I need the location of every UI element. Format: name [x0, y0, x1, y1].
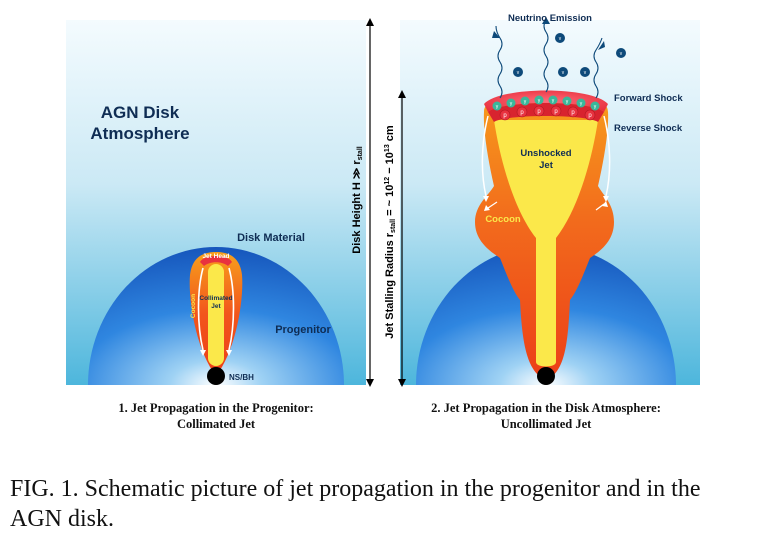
left-cocoon-label: Cocoon [190, 294, 197, 318]
forward-shock-label: Forward Shock [614, 93, 683, 104]
right-cocoon-arrowhead-left [484, 205, 490, 211]
left-arrowhead-left [200, 350, 206, 356]
ns-bh-label: NS/BH [229, 373, 254, 382]
svg-text:ν: ν [562, 70, 565, 76]
svg-text:γ: γ [510, 101, 513, 107]
svg-text:p: p [571, 110, 575, 116]
unshocked-jet-label-line1: Unshocked [520, 148, 571, 159]
reverse-shock-label: Reverse Shock [614, 123, 683, 134]
left-jet-head [200, 256, 232, 266]
left-collimated-jet [208, 264, 224, 366]
left-panel-title-line1: 1. Jet Propagation in the Progenitor: [118, 401, 313, 415]
left-ns-bh-dot [207, 367, 225, 385]
neutrino-track-3 [593, 37, 603, 99]
right-cocoon-arrow-left [487, 201, 498, 209]
neutrino-1: ν [513, 67, 523, 77]
collimated-jet-label-line1: Collimated [199, 295, 232, 302]
right-arrowhead-right [603, 196, 609, 202]
svg-text:ν: ν [584, 70, 587, 76]
svg-text:γ: γ [580, 101, 583, 107]
disk-height-arrowhead-bottom [366, 379, 374, 387]
progenitor-label: Progenitor [275, 324, 331, 336]
right-backflow-arrow-left [481, 115, 489, 197]
right-backflow-arrow-right [603, 115, 611, 197]
left-arrowhead-right [226, 350, 232, 356]
right-panel-title-line2: Uncollimated Jet [501, 417, 592, 431]
svg-text:γ: γ [538, 98, 541, 104]
neutrino-track-2 [543, 19, 549, 93]
right-cocoon-arrow-right [595, 203, 605, 211]
stalling-radius-label: Jet Stalling Radius rstall = ~ 1012 − 10… [384, 125, 397, 339]
neutrino-2: ν [555, 33, 565, 43]
collimated-jet-label-line2: Jet [211, 303, 221, 310]
stalling-radius-arrowhead-top [398, 90, 406, 98]
neutrino-3: ν [558, 67, 568, 77]
agn-disk-label-line2: Atmosphere [90, 124, 189, 143]
disk-material-label: Disk Material [237, 232, 305, 244]
neutrino-arrowhead-2 [542, 17, 550, 24]
left-backflow-arrow-left [197, 267, 204, 351]
caption-text: Schematic picture of jet propagation in … [10, 476, 701, 532]
svg-text:p: p [503, 113, 507, 119]
jet-head-label: Jet Head [202, 253, 229, 260]
disk-height-label: Disk Height H ≫ rstall [351, 146, 364, 253]
svg-text:p: p [520, 110, 524, 116]
forward-shock [484, 90, 608, 112]
svg-text:ν: ν [620, 51, 623, 57]
disk-height-arrowhead-top [366, 18, 374, 26]
svg-text:γ: γ [496, 104, 499, 110]
svg-text:p: p [537, 109, 541, 115]
stalling-radius-arrowhead-bottom [398, 379, 406, 387]
neutrino-arrowhead-1 [492, 31, 500, 38]
unshocked-jet-label-line2: Jet [539, 160, 554, 171]
right-cocoon-arrowhead-right [602, 201, 608, 207]
left-panel-title-line2: Collimated Jet [177, 417, 256, 431]
figure-caption: FIG. 1. Schematic picture of jet propaga… [10, 474, 755, 534]
svg-text:γ: γ [566, 99, 569, 105]
right-ns-bh-dot [537, 367, 555, 385]
svg-text:γ: γ [524, 99, 527, 105]
right-arrowhead-left [483, 196, 489, 202]
svg-text:ν: ν [559, 36, 562, 42]
svg-text:γ: γ [552, 98, 555, 104]
svg-text:γ: γ [594, 104, 597, 110]
gamma-photons: γ γ γ γ γ γ γ γ [492, 95, 600, 111]
neutrino-5: ν [616, 48, 626, 58]
svg-text:p: p [588, 113, 592, 119]
right-panel-title-line1: 2. Jet Propagation in the Disk Atmospher… [431, 401, 661, 415]
neutrino-emission-label: Neutrino Emission [508, 13, 592, 24]
left-backflow-arrow-right [228, 267, 235, 351]
svg-text:ν: ν [517, 70, 520, 76]
right-cocoon-label: Cocoon [485, 214, 521, 225]
svg-text:p: p [554, 109, 558, 115]
right-unshocked-jet [494, 120, 598, 367]
caption-label: FIG. 1. [10, 476, 79, 502]
protons: p p p p p p [499, 105, 596, 121]
neutrino-arrowhead-3 [598, 41, 605, 50]
agn-disk-label-line1: AGN Disk [101, 103, 180, 122]
neutrino-4: ν [580, 67, 590, 77]
